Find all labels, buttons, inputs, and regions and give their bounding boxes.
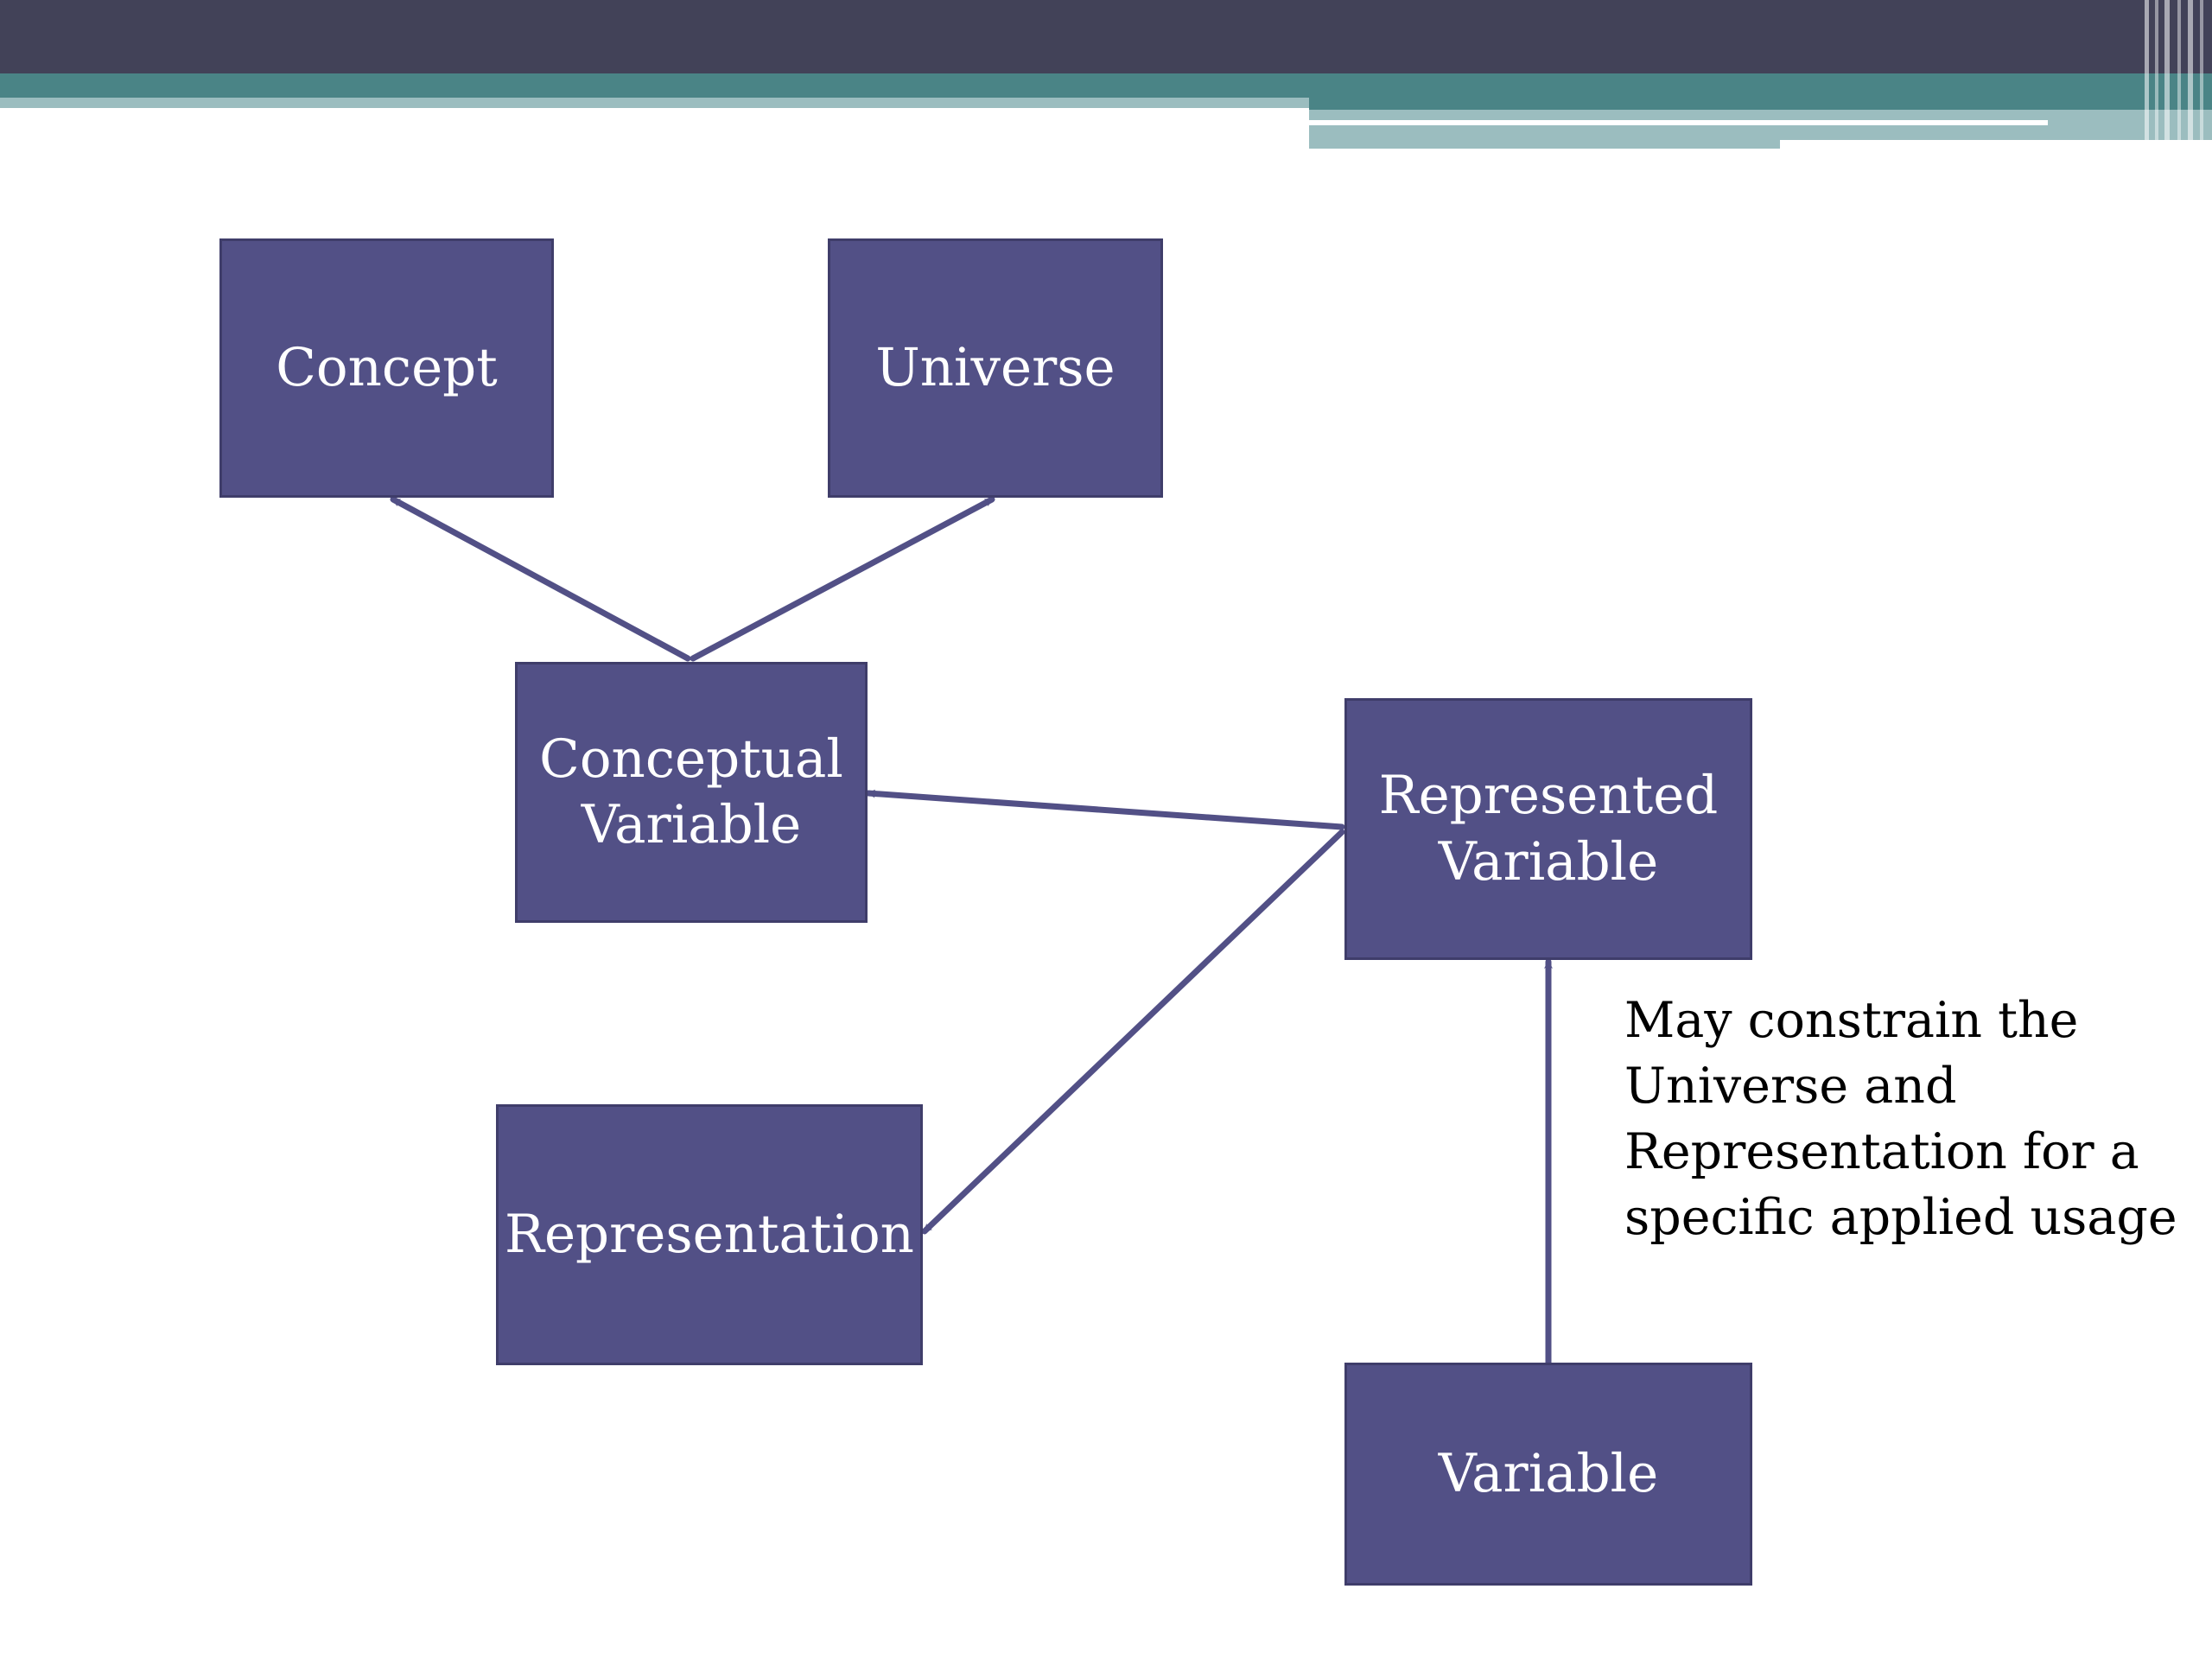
header-band (0, 0, 2212, 156)
header-teal-bar-left (0, 73, 1309, 98)
header-teal-bar-right (1309, 73, 2212, 110)
node-universe: Universe (828, 238, 1163, 498)
header-right-stripes (2145, 0, 2203, 149)
edge-represented-variable-to-conceptual-variable (865, 789, 1345, 830)
node-conceptual-variable-label: Conceptual Variable (539, 728, 843, 855)
header-notch (1780, 140, 2212, 156)
node-conceptual-variable: Conceptual Variable (515, 662, 868, 923)
node-represented-variable: Represented Variable (1344, 698, 1752, 960)
header-white-line-right (1309, 120, 2048, 125)
header-dark-bar (0, 0, 2212, 73)
header-light-bar-left (0, 98, 1309, 108)
annotation-note: May constrain the Universe and Represent… (1624, 992, 2177, 1246)
edge-conceptual-variable-to-universe (690, 496, 995, 662)
node-universe-label: Universe (875, 336, 1116, 398)
node-represented-variable-label: Represented Variable (1378, 765, 1719, 893)
edge-conceptual-variable-to-concept (390, 496, 691, 662)
node-variable-label: Variable (1438, 1442, 1659, 1504)
node-representation-label: Representation (505, 1203, 914, 1265)
edge-represented-variable-to-representation (921, 829, 1345, 1235)
node-representation: Representation (496, 1104, 923, 1365)
node-concept: Concept (219, 238, 554, 498)
node-variable: Variable (1344, 1363, 1752, 1586)
node-concept-label: Concept (276, 336, 498, 398)
